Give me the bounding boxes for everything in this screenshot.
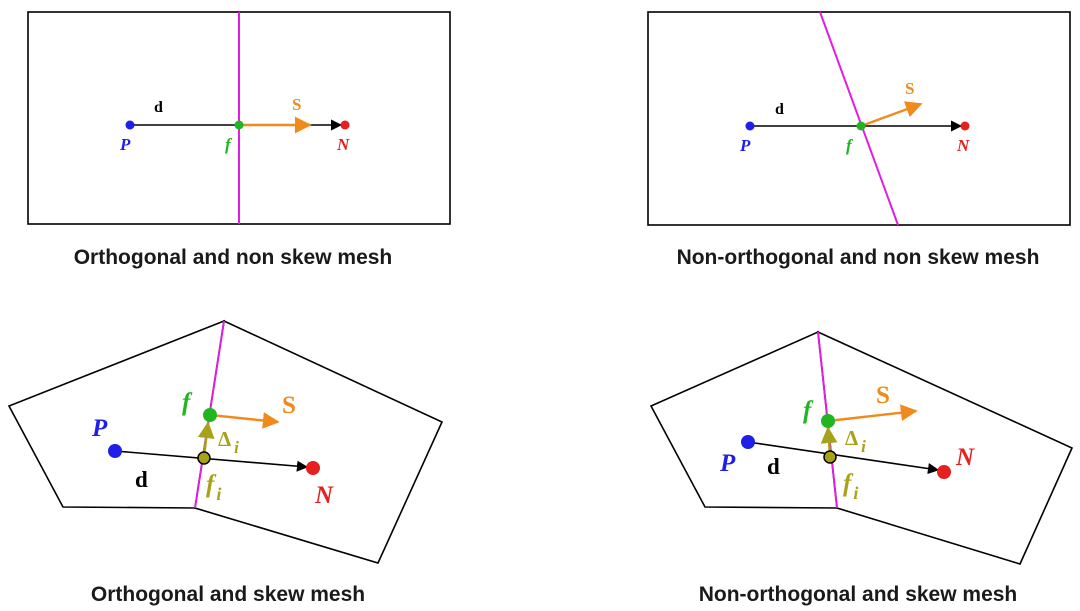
label-S: S — [876, 382, 890, 409]
point-f — [821, 414, 835, 428]
label-N: N — [336, 135, 350, 154]
point-f — [203, 408, 217, 422]
point-fi — [823, 450, 837, 464]
label-fi-sub: i — [216, 484, 221, 504]
label-delta-symbol: Δ — [845, 426, 858, 450]
label-P: P — [719, 450, 736, 477]
panel-caption: Non-orthogonal and skew mesh — [699, 583, 1018, 606]
point-N — [937, 465, 951, 479]
cell-right-outline — [194, 319, 444, 564]
point-N — [960, 121, 970, 131]
label-fi-symbol: f — [206, 471, 217, 498]
label-d: d — [767, 454, 780, 479]
label-delta-sub: i — [234, 438, 239, 457]
label-fi-sub: i — [853, 483, 858, 503]
label-fi-symbol: f — [843, 470, 854, 497]
point-P — [108, 444, 122, 458]
point-N — [340, 120, 350, 130]
panel-non-orthogonal-non-skew: d S P f N Non-orthogonal and non skew me… — [647, 11, 1071, 269]
label-f: f — [182, 389, 193, 416]
point-P — [745, 121, 755, 131]
panel-caption: Orthogonal and skew mesh — [91, 583, 365, 606]
panel-orthogonal-non-skew: d S P f N Orthogonal and non skew mesh — [27, 11, 451, 269]
point-P — [125, 120, 135, 130]
point-N — [306, 461, 320, 475]
face-line — [819, 11, 899, 226]
point-P — [741, 435, 755, 449]
vector-d — [114, 450, 309, 472]
point-fi — [197, 451, 211, 465]
label-S: S — [282, 392, 296, 419]
point-f — [234, 120, 244, 130]
label-f: f — [225, 135, 233, 154]
label-d: d — [775, 101, 784, 118]
vector-S — [827, 404, 918, 423]
label-S: S — [905, 79, 914, 98]
vector-S — [860, 101, 923, 128]
vector-S — [209, 412, 280, 429]
vector-d — [747, 441, 940, 475]
cell-outline — [647, 11, 1071, 226]
label-P: P — [119, 135, 131, 154]
label-d: d — [154, 99, 163, 116]
label-d: d — [135, 467, 148, 492]
label-delta-symbol: Δ — [218, 427, 231, 451]
label-N: N — [956, 136, 970, 155]
label-f: f — [803, 397, 814, 424]
panel-caption: Orthogonal and non skew mesh — [74, 246, 393, 269]
label-N: N — [314, 482, 334, 509]
label-P: P — [91, 415, 108, 442]
label-P: P — [739, 136, 751, 155]
point-f — [856, 121, 866, 131]
label-N: N — [955, 444, 975, 471]
cell-left-outline — [7, 319, 226, 509]
label-delta-sub: i — [861, 437, 866, 456]
label-f: f — [846, 136, 854, 155]
panel-caption: Non-orthogonal and non skew mesh — [677, 246, 1040, 269]
label-S: S — [292, 95, 301, 114]
